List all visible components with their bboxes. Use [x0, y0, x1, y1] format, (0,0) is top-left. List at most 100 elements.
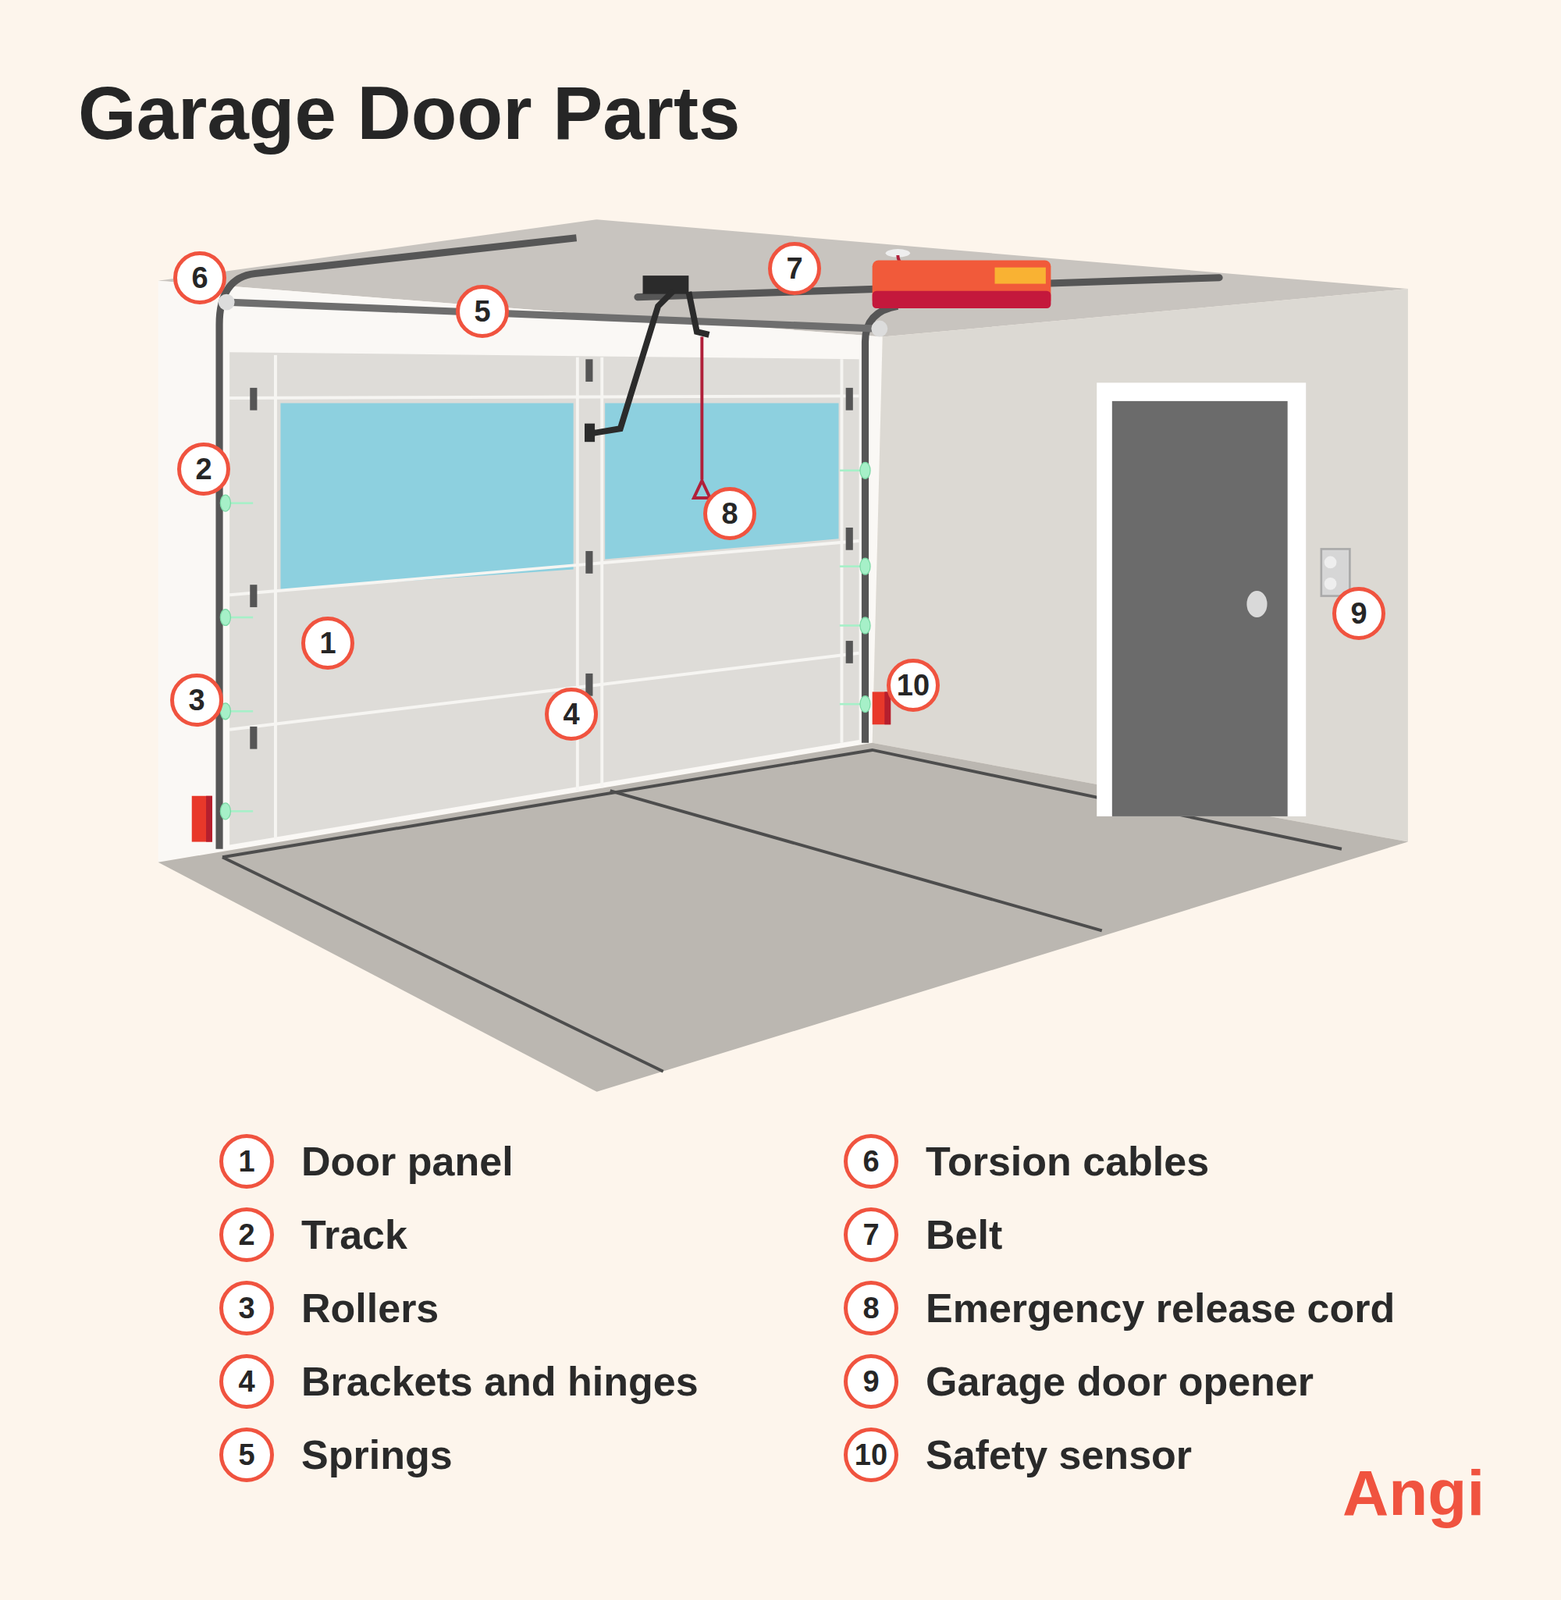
groove: [273, 355, 278, 840]
groove: [229, 395, 860, 399]
door-window: [604, 403, 839, 560]
callout-number: 10: [886, 658, 940, 712]
callout-number: 7: [768, 241, 822, 296]
release-handle: [693, 480, 711, 498]
callout: 7: [768, 241, 822, 296]
part-name: Brackets and hinges: [301, 1358, 699, 1405]
callout: 8: [703, 487, 757, 541]
roller-axle: [839, 624, 861, 627]
rollers: [220, 462, 871, 820]
roller: [860, 558, 871, 575]
callout-number: 1: [301, 616, 355, 670]
roller: [860, 617, 871, 634]
callout: 10: [886, 658, 940, 712]
callout-number: 8: [843, 1280, 899, 1336]
callout-number: 9: [1332, 586, 1386, 641]
roller-axle: [839, 703, 861, 706]
roller-axle: [229, 810, 253, 813]
callout-number: 4: [544, 687, 598, 741]
callout-number: 10: [843, 1427, 899, 1483]
roller: [220, 494, 231, 512]
callout-number: 9: [843, 1354, 899, 1409]
part-name: Emergency release cord: [925, 1284, 1395, 1332]
button: [1324, 577, 1337, 591]
hinge: [846, 640, 854, 664]
key-entry: 1Door panel: [219, 1134, 514, 1189]
part-name: Torsion cables: [925, 1137, 1209, 1185]
diagram-title: Garage Door Parts: [78, 71, 740, 155]
hinges: [249, 359, 854, 749]
trolley: [643, 275, 690, 295]
callout: 5: [455, 284, 509, 338]
hinge: [846, 387, 854, 411]
roller-axle: [229, 616, 253, 619]
opener-light: [995, 267, 1046, 285]
callout-number: 8: [703, 487, 757, 541]
key-entry: 10 Safety sensor: [843, 1427, 1192, 1483]
hinge: [585, 359, 593, 382]
roller: [860, 462, 871, 479]
floor-seam: [610, 790, 1103, 931]
groove: [839, 359, 843, 744]
part-name: Safety sensor: [925, 1431, 1192, 1479]
door-panels: [229, 352, 860, 845]
key-entry: 4 Brackets and hinges: [219, 1354, 699, 1409]
roller: [860, 696, 871, 713]
callout-number: 3: [170, 673, 224, 727]
roller-axle: [229, 710, 253, 713]
key-entry: 7 Belt: [843, 1207, 1003, 1263]
release-cord: [700, 337, 704, 481]
callout-number: 3: [219, 1280, 274, 1336]
arm-bracket: [584, 423, 595, 443]
entry-door: [1112, 401, 1288, 817]
callout-number: 2: [177, 442, 231, 496]
safety-sensor: [192, 796, 213, 843]
brand-logo: Angi: [1342, 1461, 1485, 1526]
wall-button: [1321, 548, 1351, 596]
key-entry: 8 Emergency release cord: [843, 1280, 1395, 1336]
track: [219, 238, 577, 850]
hinge: [585, 551, 593, 574]
key-entry: 5 Springs: [219, 1427, 453, 1483]
torsion-spring: [226, 302, 878, 329]
callout-number: 6: [843, 1134, 899, 1189]
sensor-side: [206, 796, 213, 843]
callout-number: 5: [219, 1427, 274, 1483]
hinge: [249, 584, 257, 608]
part-name: Springs: [301, 1431, 453, 1479]
key-entry: 9Garage door opener: [843, 1354, 1314, 1409]
roller-axle: [839, 565, 861, 568]
roller-axle: [229, 501, 253, 505]
groove: [229, 540, 860, 595]
safety-sensor: [872, 691, 892, 725]
callout: 1: [301, 616, 355, 670]
callout-number: 4: [219, 1354, 274, 1409]
callout-number: 2: [219, 1207, 274, 1263]
floor-line: [222, 856, 664, 1072]
callout: 6: [173, 251, 227, 305]
roller: [220, 803, 231, 820]
key-entry: 2Track: [219, 1207, 408, 1263]
groove: [600, 357, 604, 789]
opener-base: [872, 291, 1052, 309]
callout-number: 5: [455, 284, 509, 338]
callout: 9: [1332, 586, 1386, 641]
door-arm: [590, 291, 674, 434]
callout-number: 6: [173, 251, 227, 305]
spring-drum: [218, 294, 235, 311]
part-name: Rollers: [301, 1284, 439, 1332]
door-frame: [1096, 382, 1306, 817]
part-name: Belt: [925, 1211, 1003, 1259]
button: [1324, 556, 1337, 569]
hinge: [249, 387, 257, 411]
hinge: [846, 527, 854, 551]
roller: [220, 609, 231, 626]
trolley-lever: [688, 291, 709, 335]
door-knob: [1246, 590, 1267, 618]
callout-number: 7: [843, 1207, 899, 1263]
key-entry: 6 Torsion cables: [843, 1134, 1209, 1189]
door-window: [280, 403, 573, 591]
spring-drum: [871, 320, 888, 338]
callout: 3: [170, 673, 224, 727]
panel-grooves: [229, 355, 860, 840]
